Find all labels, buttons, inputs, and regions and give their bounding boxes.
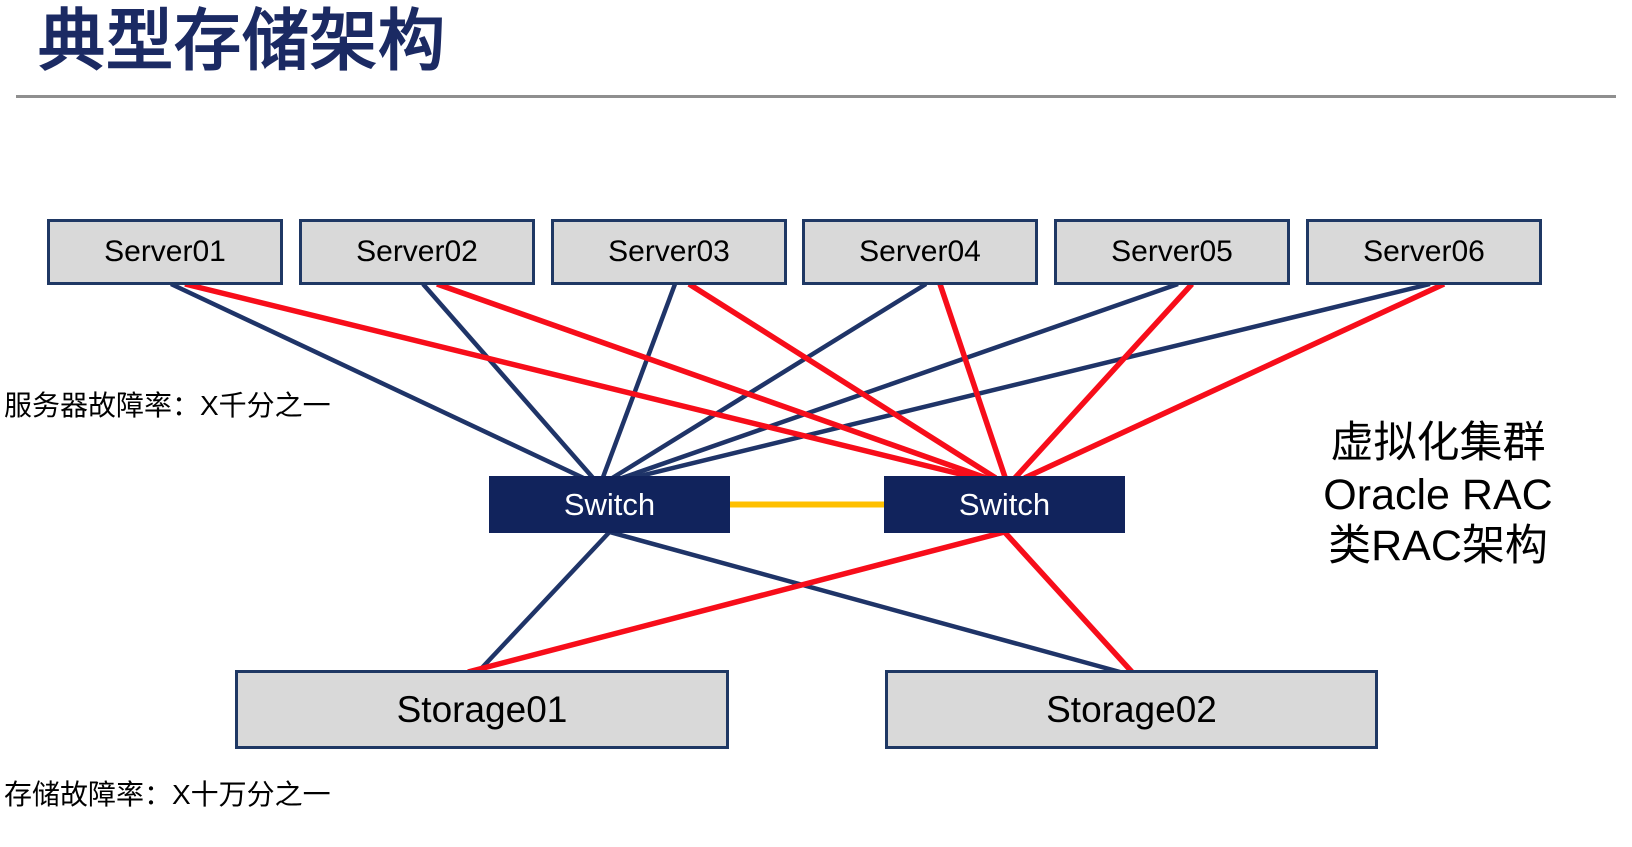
- server-label: Server04: [859, 235, 981, 268]
- page-title: 典型存储架构: [38, 4, 446, 79]
- annotation-storage-failure-rate: 存储故障率：X十万分之一: [4, 779, 331, 810]
- storage-label: Storage01: [396, 688, 568, 730]
- link-server-4-switch-2: [937, 283, 1008, 479]
- annotation-server-failure-rate: 服务器故障率：X千分之一: [4, 390, 331, 421]
- cluster-note-line: Oracle RAC: [1323, 470, 1553, 519]
- link-server-6-switch-1: [630, 281, 1431, 481]
- link-switch-1-storage-1: [476, 530, 612, 674]
- link-server-3-switch-2: [687, 281, 998, 481]
- server-04-node: Server04: [802, 219, 1038, 285]
- switch-label: Switch: [958, 486, 1051, 522]
- link-server-5-switch-2: [1012, 282, 1195, 480]
- server-03-node: Server03: [551, 219, 787, 285]
- cluster-note-line: 类RAC架构: [1328, 522, 1548, 571]
- storage-02-node: Storage02: [885, 670, 1378, 749]
- link-switch-2-storage-2: [1002, 530, 1135, 674]
- link-server-4-switch-1: [611, 282, 928, 480]
- link-server-5-switch-1: [621, 281, 1179, 481]
- link-server-2-switch-1: [421, 282, 595, 480]
- cluster-note-line: 虚拟化集群: [1330, 419, 1546, 467]
- storage-label: Storage02: [1046, 688, 1217, 730]
- server-01-node: Server01: [47, 219, 283, 285]
- link-server-3-switch-1: [600, 283, 678, 479]
- storage-01-node: Storage01: [235, 670, 729, 749]
- server-05-node: Server05: [1054, 219, 1290, 285]
- link-switch-1-storage-2: [608, 529, 1121, 675]
- switch-right-node: Switch: [884, 476, 1125, 533]
- server-label: Server06: [1363, 235, 1485, 268]
- link-server-1-switch-2: [184, 281, 978, 481]
- link-switch-2-storage-1: [467, 529, 1006, 675]
- server-06-node: Server06: [1306, 219, 1542, 285]
- server-label: Server01: [104, 235, 226, 268]
- switch-label: Switch: [563, 486, 656, 522]
- server-label: Server03: [608, 235, 730, 268]
- server-label: Server05: [1111, 235, 1233, 268]
- server-02-node: Server02: [299, 219, 535, 285]
- link-server-1-switch-1: [170, 281, 585, 481]
- link-server-6-switch-2: [1023, 281, 1446, 481]
- title-divider: [16, 95, 1616, 98]
- annotation-cluster-note: 虚拟化集群 Oracle RAC 类RAC架构: [1283, 418, 1593, 573]
- link-server-2-switch-2: [436, 281, 988, 481]
- switch-left-node: Switch: [489, 476, 730, 533]
- server-label: Server02: [356, 235, 478, 268]
